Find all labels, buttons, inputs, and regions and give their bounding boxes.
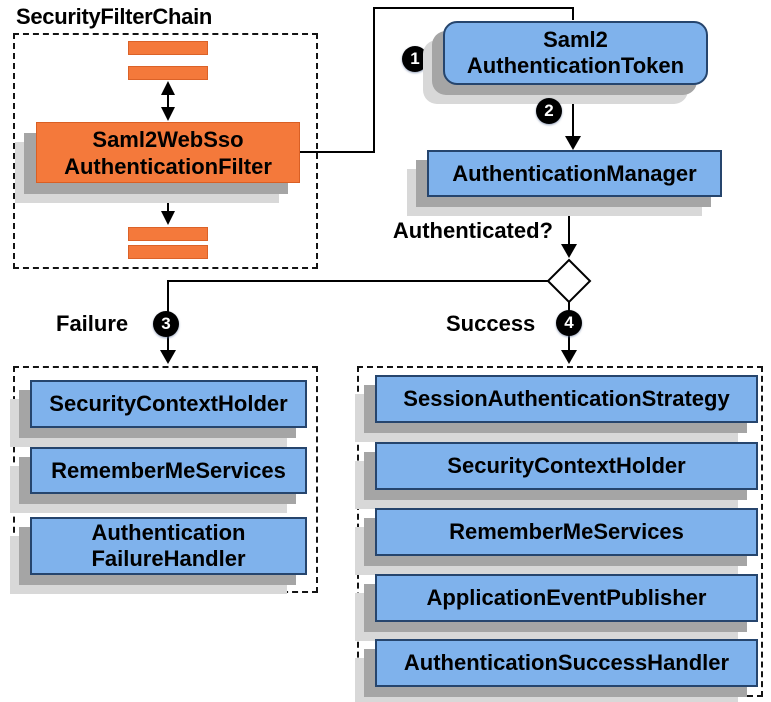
security-context-holder-box: SecurityContextHolder <box>375 442 758 490</box>
filter-chain-bar <box>128 245 208 259</box>
token-to-manager-arrow <box>565 86 581 150</box>
application-event-publisher-box: ApplicationEventPublisher <box>375 574 758 622</box>
saml2-authentication-token-box: Saml2 AuthenticationToken <box>443 21 708 85</box>
authentication-success-handler-box: AuthenticationSuccessHandler <box>375 639 758 687</box>
double-arrow-icon <box>161 81 175 121</box>
decision-diamond-icon <box>546 258 592 304</box>
authenticated-label: Authenticated? <box>392 218 553 243</box>
authentication-manager-box: AuthenticationManager <box>427 150 722 197</box>
filter-to-token-connector <box>300 7 574 153</box>
manager-to-decision-arrow <box>561 197 577 258</box>
double-arrow-icon <box>161 185 175 225</box>
filter-chain-bar <box>128 66 208 80</box>
filter-chain-bar <box>128 227 208 241</box>
session-authentication-strategy-box: SessionAuthenticationStrategy <box>375 375 758 423</box>
step-2-badge: 2 <box>536 98 562 124</box>
step-4-badge: 4 <box>556 310 582 336</box>
failure-handlers-box <box>13 366 318 593</box>
step-3-badge: 3 <box>153 311 179 337</box>
remember-me-services-box: RememberMeServices <box>30 447 307 494</box>
authentication-failure-handler-box: Authentication FailureHandler <box>30 517 307 575</box>
security-context-holder-box: SecurityContextHolder <box>30 380 307 428</box>
saml2-web-sso-authentication-filter-box: Saml2WebSso AuthenticationFilter <box>36 122 300 183</box>
security-filter-chain-title: SecurityFilterChain <box>16 4 213 29</box>
success-label: Success <box>446 311 536 336</box>
failure-label: Failure <box>56 311 129 336</box>
remember-me-services-box: RememberMeServices <box>375 508 758 556</box>
step-1-badge: 1 <box>402 46 428 72</box>
filter-chain-bar <box>128 41 208 55</box>
success-handlers-box <box>357 366 763 697</box>
